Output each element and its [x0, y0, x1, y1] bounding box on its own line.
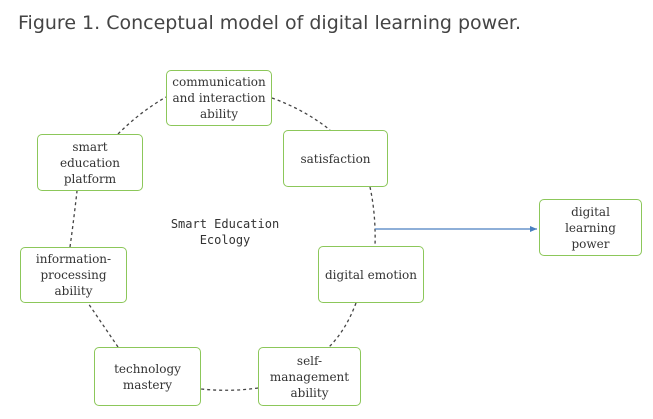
connector-technology-information	[87, 302, 119, 348]
connector-communication-satisfaction	[271, 97, 331, 131]
connector-satisfaction-digital-emotion	[369, 186, 376, 247]
node-technology-mastery: technology mastery	[94, 347, 201, 406]
connector-self-management-technology	[200, 387, 259, 391]
node-satisfaction: satisfaction	[283, 130, 388, 187]
node-communication-interaction: communication and interaction ability	[166, 70, 272, 126]
connector-information-platform	[69, 190, 78, 248]
connector-digital-emotion-self-management	[328, 302, 357, 348]
connector-platform-communication	[117, 96, 167, 135]
node-information-processing: information- processing ability	[20, 247, 127, 303]
node-digital-emotion: digital emotion	[318, 246, 424, 303]
center-label-smart-education-ecology: Smart Education Ecology	[170, 217, 280, 247]
node-digital-learning-power: digital learning power	[539, 199, 642, 256]
node-smart-education-platform: smart education platform	[37, 134, 143, 191]
node-self-management: self- management ability	[258, 347, 361, 406]
figure-caption: Figure 1. Conceptual model of digital le…	[18, 12, 522, 34]
